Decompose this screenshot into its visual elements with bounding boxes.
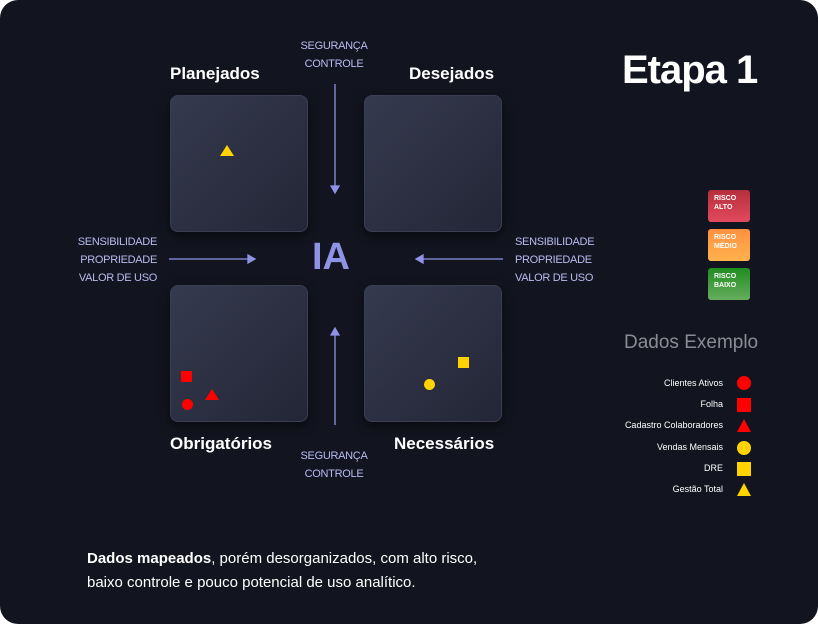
axis-text: VALOR DE USO <box>515 272 594 284</box>
quadrant-planejados <box>170 95 308 232</box>
legend-label: Folha <box>700 399 723 409</box>
legend-label: Gestão Total <box>672 484 723 494</box>
quadrant-title-necessarios: Necessários <box>394 434 495 453</box>
arrow-left-icon <box>414 253 424 265</box>
marker-dre <box>458 357 469 368</box>
axis-right-label: SENSIBILIDADE PROPRIEDADE VALOR DE USO <box>515 233 625 287</box>
center-label: IA <box>312 236 350 278</box>
axis-text: SEGURANÇA <box>300 450 368 462</box>
axis-left-label: SENSIBILIDADE PROPRIEDADE VALOR DE USO <box>50 233 158 287</box>
legend-square-yellow-icon <box>737 462 751 476</box>
quadrant-obrigatorios <box>170 285 308 422</box>
axis-text: SEGURANÇA <box>300 40 368 52</box>
axis-top-label: SEGURANÇA CONTROLE <box>296 37 372 73</box>
arrow-up-icon <box>329 326 341 336</box>
arrow-right-icon <box>247 253 257 265</box>
legend-label: Vendas Mensais <box>656 442 723 452</box>
axis-text: PROPRIEDADE <box>80 254 157 266</box>
risk-text: RISCO <box>714 195 737 202</box>
caption-bold: Dados mapeados <box>87 550 212 567</box>
legend-circle-red-icon <box>737 376 751 390</box>
marker-clientes-ativos <box>182 399 193 410</box>
quadrant-necessarios <box>364 285 502 422</box>
axis-bottom-label: SEGURANÇA CONTROLE <box>296 447 372 483</box>
marker-gestao-total <box>220 145 234 156</box>
caption-text: , porém desorganizados, com alto risco, <box>211 550 478 567</box>
axis-text: CONTROLE <box>304 468 364 480</box>
legend-circle-yellow-icon <box>737 441 751 455</box>
axis-text: PROPRIEDADE <box>515 254 592 266</box>
risk-low-badge: RISCO BAIXO <box>708 268 750 300</box>
quadrant-title-obrigatorios: Obrigatórios <box>170 434 273 453</box>
quadrant-desejados <box>364 95 502 232</box>
risk-medium-badge: RISCO MÉDIO <box>708 229 750 261</box>
risk-text: RISCO <box>714 234 737 241</box>
legend-label: DRE <box>703 463 723 473</box>
quadrant-title-desejados: Desejados <box>409 64 495 83</box>
risk-text: MÉDIO <box>714 243 737 250</box>
legend-square-red-icon <box>737 398 751 412</box>
arrow-down-icon <box>329 185 341 195</box>
axis-text: VALOR DE USO <box>78 272 157 284</box>
axis-text: CONTROLE <box>304 58 364 70</box>
risk-text: RISCO <box>714 273 737 280</box>
legend-triangle-red-icon <box>737 419 751 432</box>
marker-folha <box>181 371 192 382</box>
risk-high-badge: RISCO ALTO <box>708 190 750 222</box>
legend-label: Clientes Ativos <box>663 378 723 388</box>
risk-text: BAIXO <box>714 282 737 289</box>
risk-text: ALTO <box>714 204 733 211</box>
marker-cadastro-colaboradores <box>205 389 219 400</box>
legend-title: Dados Exemplo <box>624 332 759 353</box>
legend-label: Cadastro Colaboradores <box>624 420 723 430</box>
quadrant-title-planejados: Planejados <box>170 64 260 83</box>
marker-vendas-mensais <box>424 379 435 390</box>
stage-title: Etapa 1 <box>622 48 758 92</box>
caption-text: baixo controle e pouco potencial de uso … <box>87 574 416 591</box>
legend-triangle-yellow-icon <box>737 483 751 496</box>
axis-text: SENSIBILIDADE <box>515 236 595 248</box>
caption: Dados mapeados, porém desorganizados, co… <box>87 547 477 595</box>
axis-text: SENSIBILIDADE <box>77 236 158 248</box>
